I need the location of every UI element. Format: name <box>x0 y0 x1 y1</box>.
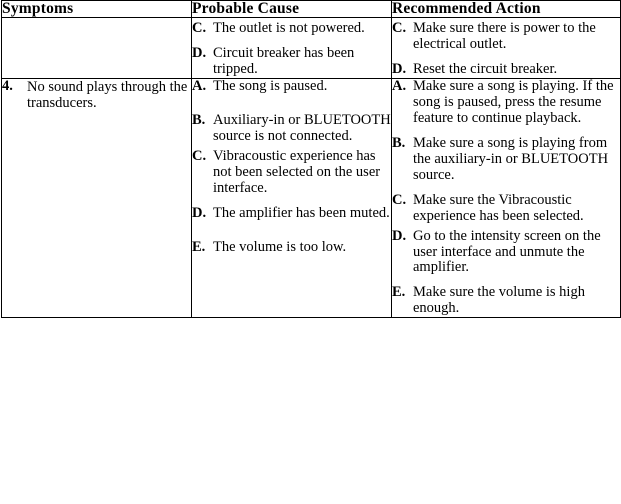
item-text: Reset the circuit breaker. <box>413 61 558 78</box>
item-marker: C. <box>392 191 407 208</box>
item-text: Make sure the volume is high enough. <box>413 284 585 317</box>
list-item: D. Go to the intensity screen on the use… <box>392 227 620 277</box>
list-item: B. Auxiliary-in or BLUETOOTH source is n… <box>192 112 391 145</box>
list-item: C. The outlet is not powered. <box>192 20 391 37</box>
probable-cause-cell: C. The outlet is not powered. D. Circuit… <box>191 17 392 80</box>
item-marker: A. <box>392 78 407 95</box>
symptom-cell: 4. No sound plays through the transducer… <box>1 78 192 319</box>
item-text: Auxiliary-in or BLUETOOTH source is not … <box>213 112 391 144</box>
list-item: D. Reset the circuit breaker. <box>392 61 620 78</box>
symptom-cell <box>1 17 192 80</box>
item-marker: D. <box>192 204 207 221</box>
column-header-symptoms: Symptoms <box>1 0 192 19</box>
list-item: A. Make sure a song is playing. If the s… <box>392 78 620 127</box>
table-row: C. The outlet is not powered. D. Circuit… <box>1 17 621 80</box>
page-top-rule <box>1 0 620 1</box>
recommended-action-cell: A. Make sure a song is playing. If the s… <box>391 78 621 319</box>
item-marker: D. <box>192 45 207 62</box>
item-text: Make sure a song is playing from the aux… <box>413 134 609 183</box>
recommended-action-cell: C. Make sure there is power to the elect… <box>391 17 621 80</box>
column-header-recommended-action: Recommended Action <box>391 0 621 19</box>
list-item: 4. No sound plays through the transducer… <box>2 78 191 112</box>
item-text: No sound plays through the transducers. <box>27 79 188 112</box>
item-text: Make sure the Vibracoustic experience ha… <box>413 191 584 224</box>
troubleshooting-table: Symptoms Probable Cause Recommended Acti… <box>1 0 621 319</box>
item-text: Circuit breaker has been tripped. <box>213 45 355 78</box>
item-text: The amplifier has been muted. <box>213 204 390 221</box>
item-marker: A. <box>192 78 207 95</box>
list-item: B. Make sure a song is playing from the … <box>392 134 620 184</box>
list-item: E. The volume is too low. <box>192 238 391 256</box>
item-text: Make sure a song is playing. If the song… <box>413 78 614 126</box>
item-marker: 4. <box>2 78 13 95</box>
item-marker: C. <box>192 147 207 164</box>
item-marker: E. <box>392 284 406 301</box>
list-item: C. Make sure there is power to the elect… <box>392 20 620 53</box>
item-text: Vibracoustic experience has not been sel… <box>213 147 381 196</box>
item-text: The song is paused. <box>213 78 328 95</box>
item-marker: D. <box>392 227 407 244</box>
item-text: Make sure there is power to the electric… <box>413 20 596 53</box>
item-marker: C. <box>392 20 407 37</box>
item-text: The volume is too low. <box>213 238 347 255</box>
list-item: C. Make sure the Vibracoustic experience… <box>392 191 620 225</box>
item-marker: C. <box>192 20 207 37</box>
table-row: 4. No sound plays through the transducer… <box>1 78 621 319</box>
list-item: D. Circuit breaker has been tripped. <box>192 45 391 78</box>
item-marker: B. <box>192 112 206 129</box>
item-marker: E. <box>192 238 206 255</box>
column-header-probable-cause: Probable Cause <box>191 0 392 19</box>
list-item: C. Vibracoustic experience has not been … <box>192 147 391 197</box>
list-item: E. Make sure the volume is high enough. <box>392 284 620 317</box>
table-header-row: Symptoms Probable Cause Recommended Acti… <box>1 0 621 19</box>
item-text: Go to the intensity screen on the user i… <box>413 227 601 276</box>
list-item: A. The song is paused. <box>192 78 391 95</box>
item-text: The outlet is not powered. <box>213 20 365 37</box>
item-marker: D. <box>392 61 407 78</box>
item-marker: B. <box>392 134 406 151</box>
list-item: D. The amplifier has been muted. <box>192 204 391 222</box>
probable-cause-cell: A. The song is paused. B. Auxiliary-in o… <box>191 78 392 319</box>
